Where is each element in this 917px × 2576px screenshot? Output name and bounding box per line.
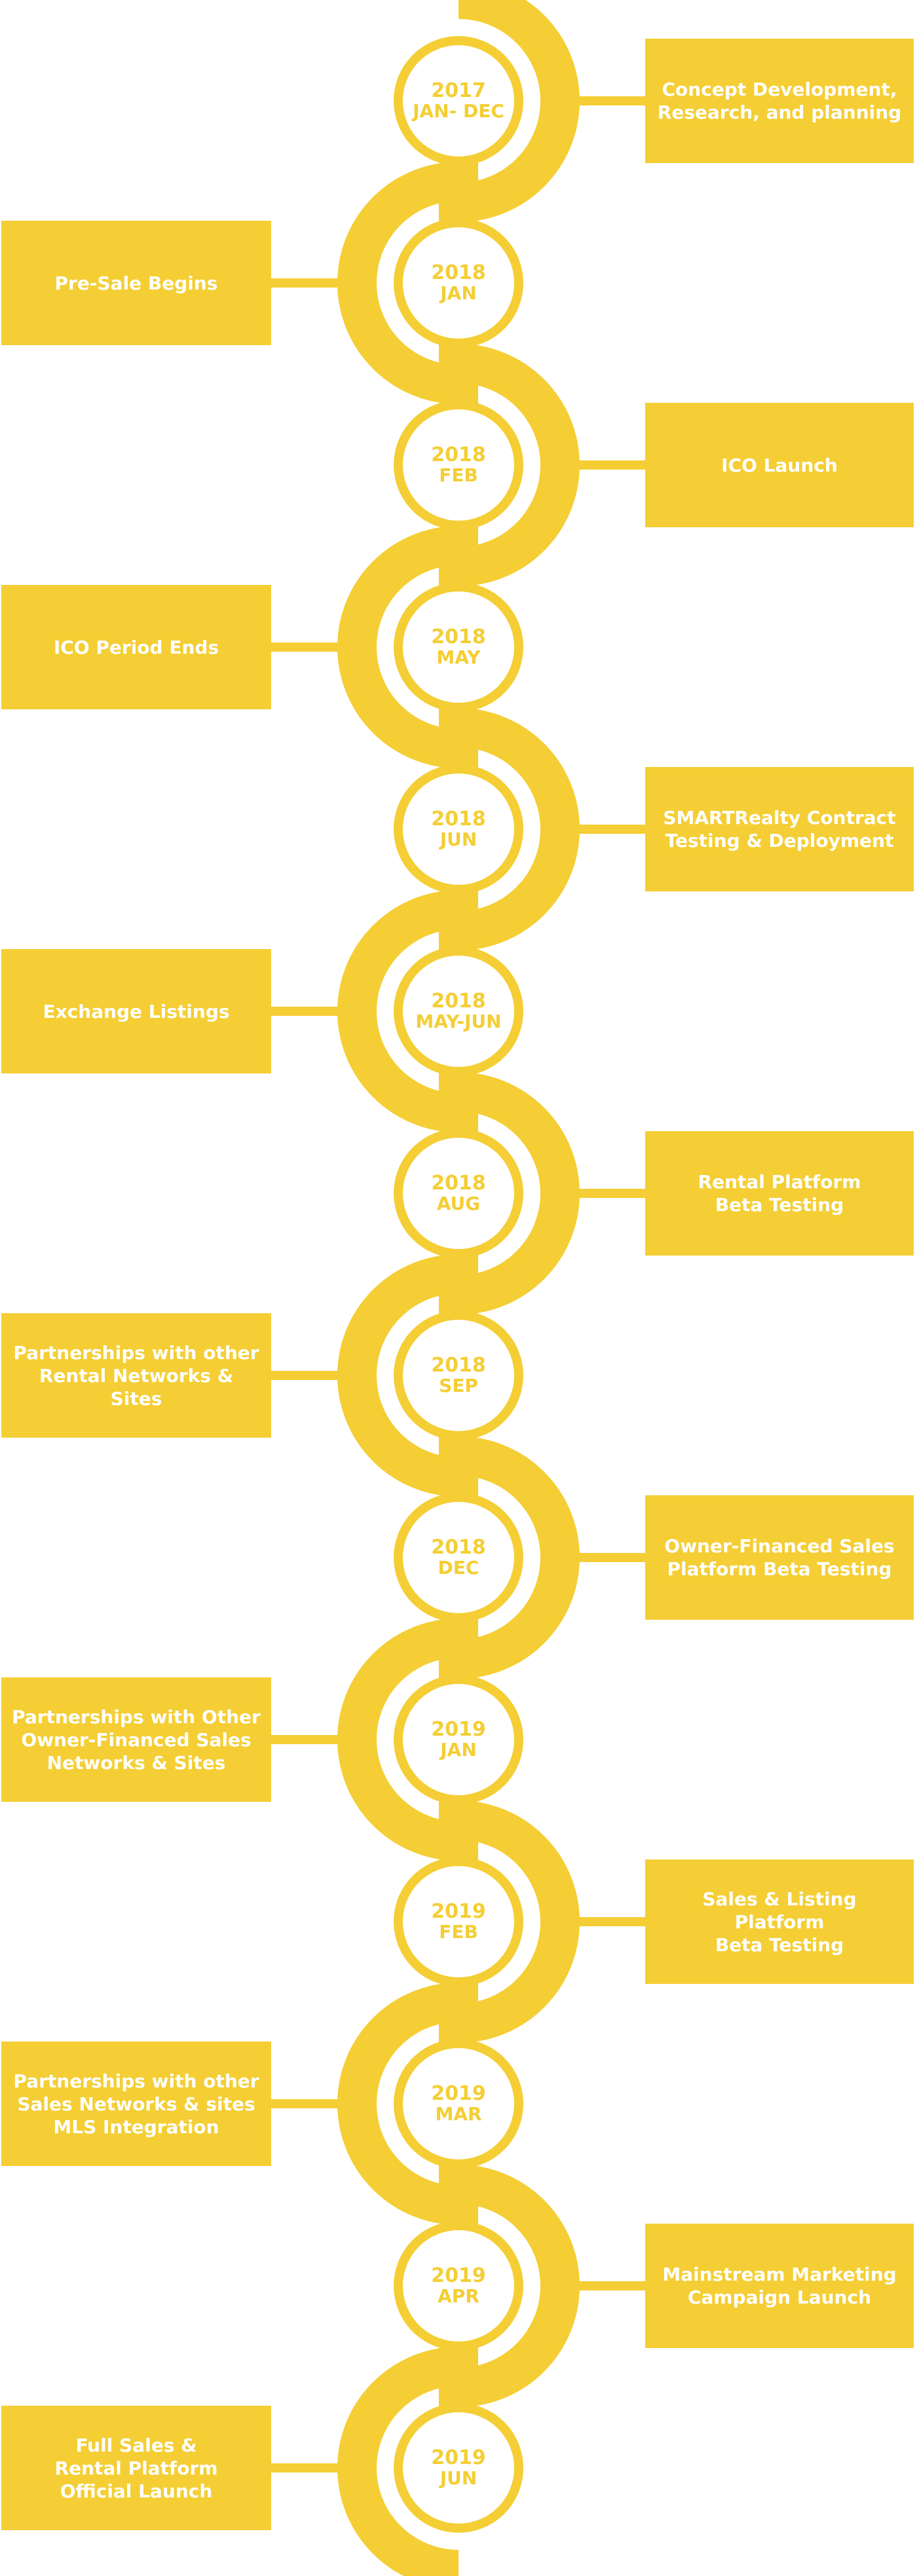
milestone-label-box: Exchange Listings bbox=[1, 949, 271, 1073]
milestone-period: MAY bbox=[436, 646, 481, 669]
milestone-year: 2018 bbox=[431, 990, 486, 1013]
milestone-period: DEC bbox=[438, 1557, 479, 1579]
milestone-period: JUN bbox=[440, 2467, 477, 2490]
milestone-period: FEB bbox=[439, 464, 478, 487]
timeline-curve bbox=[337, 0, 580, 2576]
milestone-period: MAY-JUN bbox=[415, 1011, 502, 1033]
milestone-label-box: Pre-Sale Begins bbox=[1, 221, 271, 345]
milestone-label-box: Mainstream Marketing Campaign Launch bbox=[645, 2224, 914, 2348]
milestone-label-box: Owner-Financed Sales Platform Beta Testi… bbox=[645, 1495, 914, 1620]
connector-line bbox=[560, 460, 648, 470]
milestone-label-box: Partnerships with other Sales Networks &… bbox=[1, 2042, 271, 2166]
milestone-label-box: Partnerships with Other Owner-Financed S… bbox=[1, 1677, 271, 1802]
milestone-period: FEB bbox=[439, 1921, 478, 1943]
milestone-year: 2018 bbox=[431, 625, 486, 649]
connector-line bbox=[560, 2281, 648, 2290]
connector-line bbox=[269, 2463, 360, 2473]
milestone-year: 2018 bbox=[431, 261, 486, 285]
milestone-year: 2019 bbox=[431, 1900, 486, 1924]
connector-line bbox=[560, 825, 648, 834]
milestone-label-box: ICO Launch bbox=[645, 403, 914, 527]
milestone-period: MAR bbox=[435, 2103, 482, 2125]
milestone-label-box: Full Sales & Rental Platform Official La… bbox=[1, 2406, 271, 2530]
connector-line bbox=[269, 1735, 360, 1744]
milestone-label-box: Rental Platform Beta Testing bbox=[645, 1131, 914, 1256]
milestone-year: 2018 bbox=[431, 808, 486, 831]
connector-line bbox=[560, 1553, 648, 1562]
milestone-year: 2018 bbox=[431, 1354, 486, 1377]
milestone-period: APR bbox=[438, 2285, 479, 2307]
connector-line bbox=[560, 96, 648, 105]
connector-line bbox=[269, 278, 360, 288]
milestone-year: 2018 bbox=[431, 443, 486, 467]
connector-line bbox=[269, 1007, 360, 1016]
milestone-year: 2018 bbox=[431, 1172, 486, 1195]
connector-line bbox=[269, 2099, 360, 2108]
connector-line bbox=[269, 1371, 360, 1380]
milestone-year: 2019 bbox=[431, 2446, 486, 2470]
connector-line bbox=[269, 643, 360, 652]
milestone-label-box: ICO Period Ends bbox=[1, 585, 271, 709]
milestone-year: 2018 bbox=[431, 1536, 486, 1559]
milestone-label-box: Partnerships with other Rental Networks … bbox=[1, 1313, 271, 1438]
milestone-period: JAN- DEC bbox=[413, 100, 504, 122]
milestone-period: AUG bbox=[436, 1193, 481, 1215]
milestone-year: 2017 bbox=[431, 79, 486, 103]
connector-line bbox=[560, 1917, 648, 1926]
milestone-year: 2019 bbox=[431, 2264, 486, 2288]
milestone-year: 2019 bbox=[431, 1718, 486, 1742]
milestone-period: JAN bbox=[440, 1739, 477, 1761]
milestone-label-box: SMARTRealty Contract Testing & Deploymen… bbox=[645, 767, 914, 891]
milestone-label-box: Sales & Listing Platform Beta Testing bbox=[645, 1859, 914, 1984]
milestone-label-box: Concept Development, Research, and plann… bbox=[645, 39, 914, 163]
milestone-year: 2019 bbox=[431, 2082, 486, 2106]
milestone-period: JAN bbox=[440, 282, 477, 305]
milestone-period: JUN bbox=[440, 829, 477, 851]
milestone-period: SEP bbox=[439, 1375, 478, 1397]
connector-line bbox=[560, 1189, 648, 1198]
